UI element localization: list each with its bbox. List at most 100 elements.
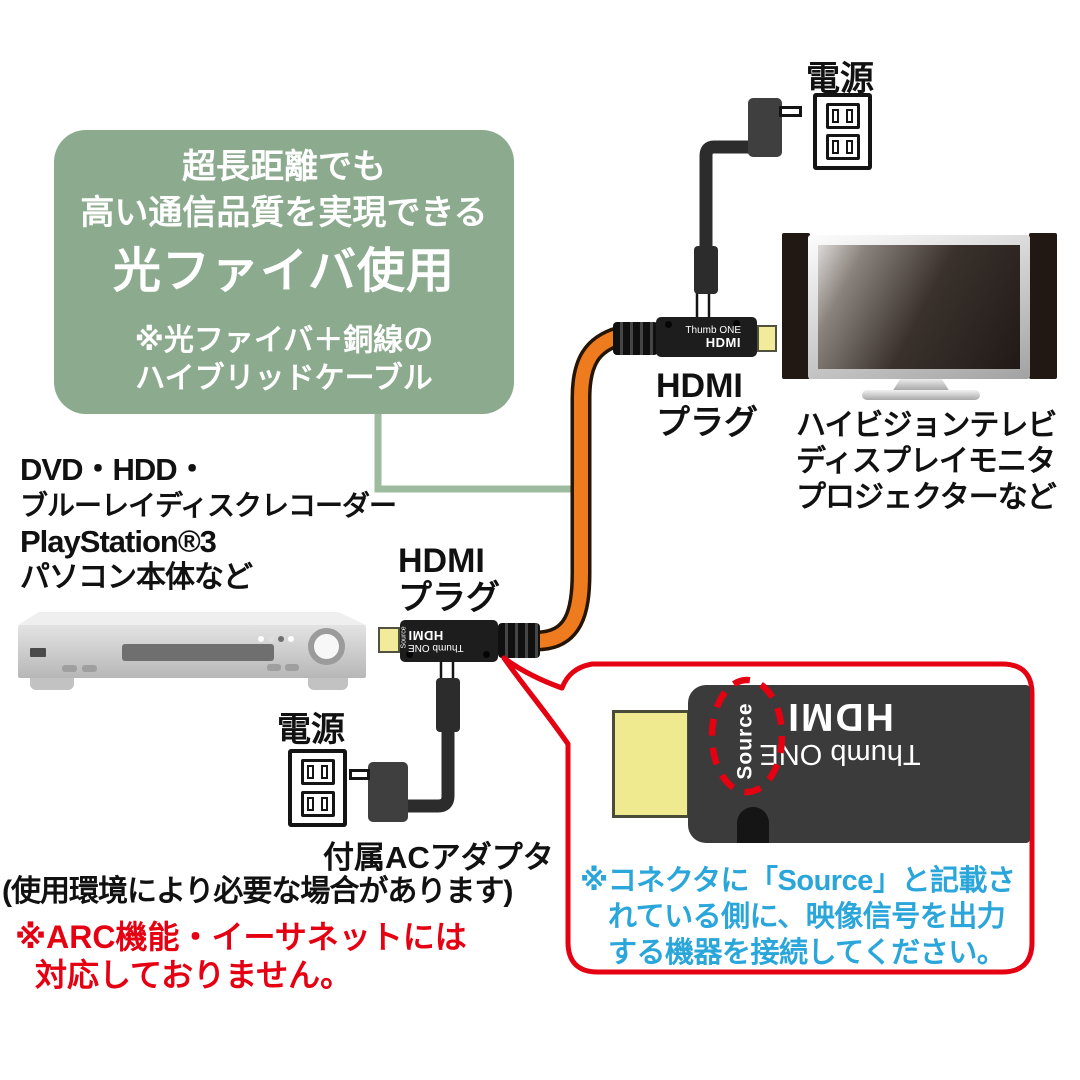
- tv-stand-base: [862, 390, 980, 400]
- hdmi-plug-bottom-branding: Thumb ONE HDMI: [400, 620, 498, 662]
- feature-leader-line: [374, 410, 571, 493]
- feature-line1: 超長距離でも: [182, 148, 386, 186]
- dvd-top-face: [18, 612, 366, 625]
- feature-note1: ※光ファイバ＋銅線の: [134, 324, 434, 357]
- label-line: プラグ: [656, 404, 758, 442]
- top-ac-adapter-prong: [779, 106, 802, 117]
- hdmi-plug-bottom-label: HDMI プラグ: [398, 543, 500, 617]
- tv-illustration: [782, 233, 1057, 400]
- top-outlet-icon: [813, 93, 872, 170]
- tv-speaker-left: [782, 233, 810, 379]
- outlet-slot: [321, 765, 328, 779]
- dvd-foot: [30, 674, 74, 690]
- enlarged-connector-body: Source Thumb ONE HDMI: [688, 685, 1030, 843]
- callout-text-line2: れている側に、映像信号を出力: [608, 901, 1006, 933]
- screw-dot: [483, 651, 490, 658]
- outlet-slot: [846, 140, 853, 155]
- arc-warning: ※ARC機能・イーサネットには 対応しておりません。: [15, 918, 467, 994]
- brand-text: Thumb ONE: [759, 738, 921, 770]
- top-ac-adapter-icon: [748, 98, 782, 157]
- tv-stand-neck: [892, 379, 950, 392]
- devices-line: DVD・HDD・: [20, 452, 208, 487]
- hdmi-logo: HDMI: [786, 695, 894, 738]
- devices-line: ブルーレイディスクレコーダー: [20, 490, 397, 521]
- feature-note2: ハイブリッドケーブル: [135, 362, 433, 395]
- bottom-dc-plug-body: [436, 678, 460, 732]
- label-line: プラグ: [398, 579, 500, 617]
- outlet-slot: [321, 797, 328, 811]
- outlet-receptacle: [825, 134, 860, 161]
- label-line: HDMI: [398, 542, 485, 580]
- enlarged-connector-branding: Thumb ONE HDMI: [745, 691, 935, 775]
- hdmi-plug-bottom-strain-relief: [498, 623, 540, 658]
- arc-warning-line2: 対応しておりません。: [35, 957, 353, 993]
- screw-dot: [733, 320, 740, 327]
- dvd-button: [62, 665, 77, 672]
- dvd-ir-window: [30, 648, 46, 657]
- bottom-power-label: 電源: [277, 711, 345, 749]
- bottom-power-cord: [406, 730, 455, 813]
- feature-headline: 光ファイバ使用: [112, 245, 456, 298]
- hdmi-plug-bottom-body: Source Thumb ONE HDMI: [400, 620, 498, 662]
- tv-frame: [808, 235, 1030, 379]
- tv-screen: [818, 245, 1020, 369]
- outlet-slot: [832, 108, 839, 123]
- enlarged-connector-tip: [612, 710, 690, 818]
- top-power-cord: [699, 140, 750, 250]
- dvd-button: [285, 664, 299, 671]
- devices-line: PlayStation®3: [20, 524, 217, 559]
- label-line: HDMI: [656, 367, 743, 405]
- dvd-player-illustration: [18, 610, 366, 696]
- ac-adapter-note: (使用環境により必要な場合があります): [2, 875, 513, 908]
- callout-text-line3: する機器を接続してください。: [608, 937, 1006, 969]
- top-dc-plug-body: [694, 246, 718, 294]
- dvd-indicator: [288, 636, 294, 642]
- bottom-dc-plug-tip: [439, 658, 455, 682]
- bottom-outlet-icon: [288, 749, 347, 827]
- caption-line: ハイビジョンテレビ: [796, 409, 1057, 442]
- hdmi-logo: HDMI: [705, 334, 741, 350]
- dvd-button: [267, 664, 281, 671]
- brand-text: Thumb ONE: [408, 642, 464, 654]
- outlet-slot: [307, 765, 314, 779]
- connector-notch: [737, 807, 769, 843]
- source-devices-label: DVD・HDD・ ブルーレイディスクレコーダー PlayStation®3 パソ…: [20, 452, 397, 596]
- hdmi-plug-bottom-tip: [378, 627, 400, 653]
- dvd-foot: [308, 674, 348, 690]
- outlet-slot: [846, 108, 853, 123]
- outlet-slot: [832, 140, 839, 155]
- dvd-disc-tray: [122, 644, 274, 661]
- arc-warning-line1: ※ARC機能・イーサネットには: [15, 919, 467, 955]
- screw-dot: [665, 321, 672, 328]
- fiber-cable: [535, 329, 623, 648]
- screw-dot: [406, 651, 413, 658]
- outlet-receptacle: [825, 102, 860, 129]
- hdmi-plug-top-strain-relief: [613, 322, 658, 355]
- outlet-receptacle: [300, 791, 335, 817]
- dvd-knob: [308, 628, 345, 665]
- dvd-button: [82, 665, 97, 672]
- callout-text-line1: ※コネクタに「Source」と記載さ: [580, 865, 1016, 897]
- dvd-indicator: [278, 636, 284, 642]
- tv-speaker-right: [1029, 233, 1057, 379]
- devices-line: パソコン本体など: [20, 561, 253, 594]
- brand-text: Thumb ONE: [685, 324, 741, 336]
- fiber-feature-box: 超長距離でも 高い通信品質を実現できる 光ファイバ使用 ※光ファイバ＋銅線の ハ…: [54, 130, 514, 414]
- ac-adapter-caption: 付属ACアダプタ: [323, 840, 554, 875]
- bottom-ac-adapter-icon: [368, 762, 408, 822]
- hdmi-plug-top-branding: Thumb ONE HDMI: [656, 317, 757, 357]
- hdmi-plug-top-label: HDMI プラグ: [656, 368, 758, 442]
- hdmi-plug-top-tip: [757, 325, 777, 352]
- outlet-slot: [307, 797, 314, 811]
- dvd-indicator: [258, 636, 264, 642]
- hdmi-plug-top-body: Thumb ONE HDMI: [656, 317, 757, 357]
- caption-line: プロジェクターなど: [796, 481, 1057, 514]
- dvd-indicator: [268, 636, 274, 642]
- bottom-ac-adapter-prong: [349, 769, 370, 780]
- hdmi-logo: HDMI: [408, 628, 444, 644]
- top-power-label: 電源: [806, 60, 874, 98]
- caption-line: ディスプレイモニタ: [796, 445, 1056, 478]
- outlet-receptacle: [300, 759, 335, 785]
- source-note-callout: Source Thumb ONE HDMI ※コネクタに「Source」と記載さ…: [566, 662, 1035, 975]
